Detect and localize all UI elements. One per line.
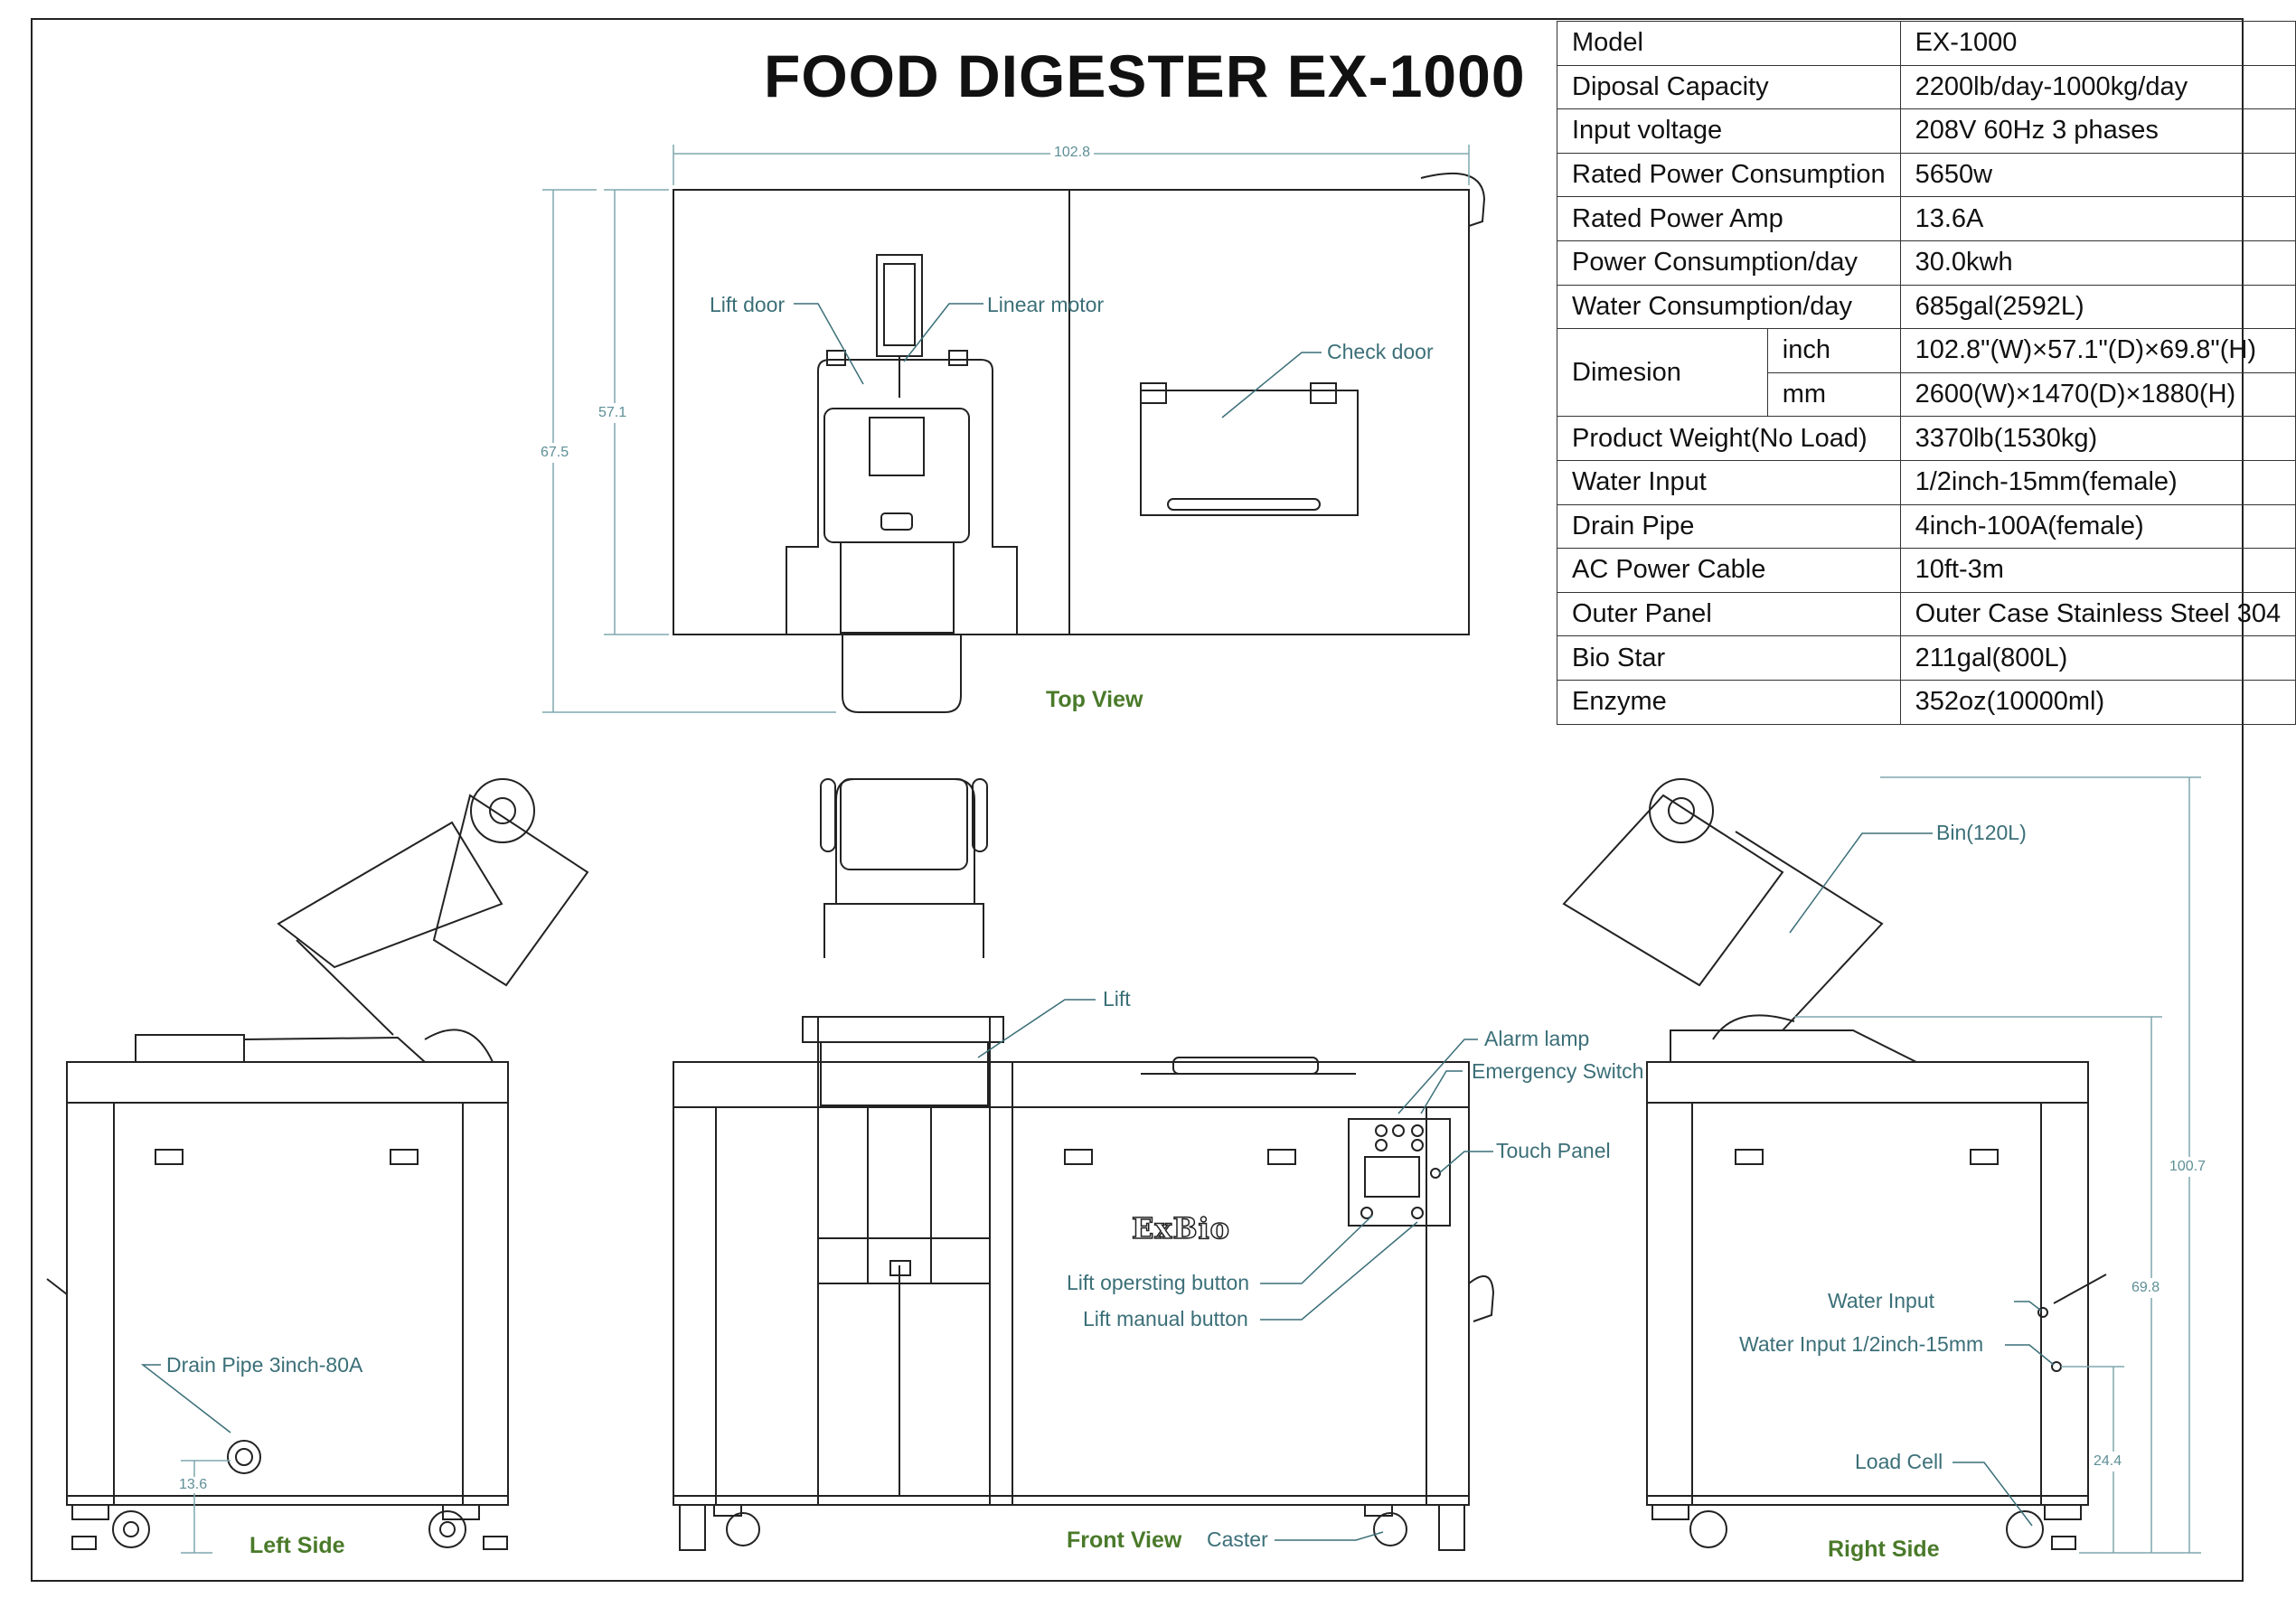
drain-pipe-shape	[227, 1440, 261, 1474]
spec-value: 3370lb(1530kg)	[1899, 416, 2296, 461]
drawing-border	[31, 18, 2244, 1582]
spec-value: 211gal(800L)	[1899, 635, 2296, 681]
spec-label: Product Weight(No Load)	[1557, 416, 1901, 461]
spec-label: Water Input	[1557, 459, 1901, 505]
bin-shape	[1562, 794, 1784, 987]
spec-label: Power Consumption/day	[1557, 240, 1901, 286]
dim-width-top: 102.8	[1050, 145, 1095, 161]
spec-label: Water Consumption/day	[1557, 284, 1901, 330]
callout-drain-pipe: Drain Pipe 3inch-80A	[166, 1353, 363, 1377]
left-side-body	[66, 1061, 509, 1506]
spec-value: 208V 60Hz 3 phases	[1899, 108, 2296, 154]
spec-value: 4inch-100A(female)	[1899, 503, 2296, 550]
spec-unit: mm	[1766, 371, 1901, 418]
spec-value: Outer Case Stainless Steel 304	[1899, 591, 2296, 637]
spec-label: Enzyme	[1557, 679, 1901, 725]
spec-label: Dimesion	[1557, 328, 1768, 418]
dim-body-height: 69.8	[2131, 1278, 2160, 1298]
spec-value: 5650w	[1899, 152, 2296, 198]
dim-total-height: 100.7	[2169, 1157, 2207, 1177]
spec-label: Drain Pipe	[1557, 503, 1901, 550]
right-side-drawing	[1562, 776, 2201, 1554]
spec-label: Outer Panel	[1557, 591, 1901, 637]
dim-depth-inner: 57.1	[598, 403, 627, 423]
drawing-title: FOOD DIGESTER EX-1000	[764, 42, 1526, 109]
spec-label: Bio Star	[1557, 635, 1901, 681]
right-casters	[1651, 1504, 2082, 1550]
spec-label: Diposal Capacity	[1557, 64, 1901, 110]
front-view-drawing	[673, 778, 1495, 1551]
front-casters	[679, 1504, 1465, 1551]
spec-value: 1/2inch-15mm(female)	[1899, 459, 2296, 505]
spec-label: Rated Power Consumption	[1557, 152, 1901, 198]
spec-label: AC Power Cable	[1557, 548, 1901, 593]
callout-lift-manual-button: Lift manual button	[1083, 1307, 1248, 1330]
callout-caster: Caster	[1207, 1528, 1268, 1551]
right-side-body	[1646, 1061, 2089, 1506]
spec-label: Input voltage	[1557, 108, 1901, 154]
view-label-left: Left Side	[249, 1533, 345, 1558]
spec-value: 2600(W)×1470(D)×1880(H)	[1899, 371, 2296, 418]
callout-load-cell: Load Cell	[1855, 1450, 1943, 1473]
left-side-drawing	[46, 778, 589, 1554]
dim-depth-outer: 67.5	[541, 443, 569, 463]
callout-lift: Lift	[1103, 987, 1131, 1010]
callout-check-door: Check door	[1327, 340, 1434, 363]
top-view-bin	[842, 634, 962, 713]
dim-water-input-height: 24.4	[2094, 1452, 2122, 1471]
spec-value: 352oz(10000ml)	[1899, 679, 2296, 725]
callout-linear-motor: Linear motor	[987, 293, 1105, 316]
top-view-body	[673, 189, 1470, 635]
spec-value: 2200lb/day-1000kg/day	[1899, 64, 2296, 110]
touch-panel-screen	[1364, 1156, 1420, 1198]
view-label-right: Right Side	[1828, 1537, 1940, 1562]
brand-logo: ExBio	[1131, 1210, 1231, 1246]
dim-drain-height: 13.6	[179, 1477, 208, 1493]
callout-touch-panel: Touch Panel	[1496, 1139, 1611, 1162]
spec-value: 30.0kwh	[1899, 240, 2296, 286]
view-label-front: Front View	[1067, 1528, 1182, 1553]
view-label-top: Top View	[1046, 687, 1143, 712]
control-panel	[1348, 1118, 1451, 1227]
spec-unit: inch	[1766, 328, 1901, 373]
callout-water-input-size: Water Input 1/2inch-15mm	[1739, 1332, 1984, 1356]
callout-water-input: Water Input	[1828, 1289, 1935, 1312]
callout-alarm-lamp: Alarm lamp	[1484, 1027, 1590, 1050]
spec-row: Product Weight(No Load)3370lb(1530kg)	[1557, 416, 2296, 461]
left-casters	[71, 1504, 508, 1550]
callout-lift-operating-button: Lift opersting button	[1067, 1271, 1250, 1294]
callout-emergency-switch: Emergency Switch	[1472, 1059, 1644, 1083]
spec-label: Rated Power Amp	[1557, 196, 1901, 241]
callout-lift-door: Lift door	[710, 293, 786, 316]
check-door-shape	[1140, 390, 1359, 516]
top-view-drawing	[542, 145, 1486, 713]
callout-bin: Bin(120L)	[1936, 821, 2027, 844]
